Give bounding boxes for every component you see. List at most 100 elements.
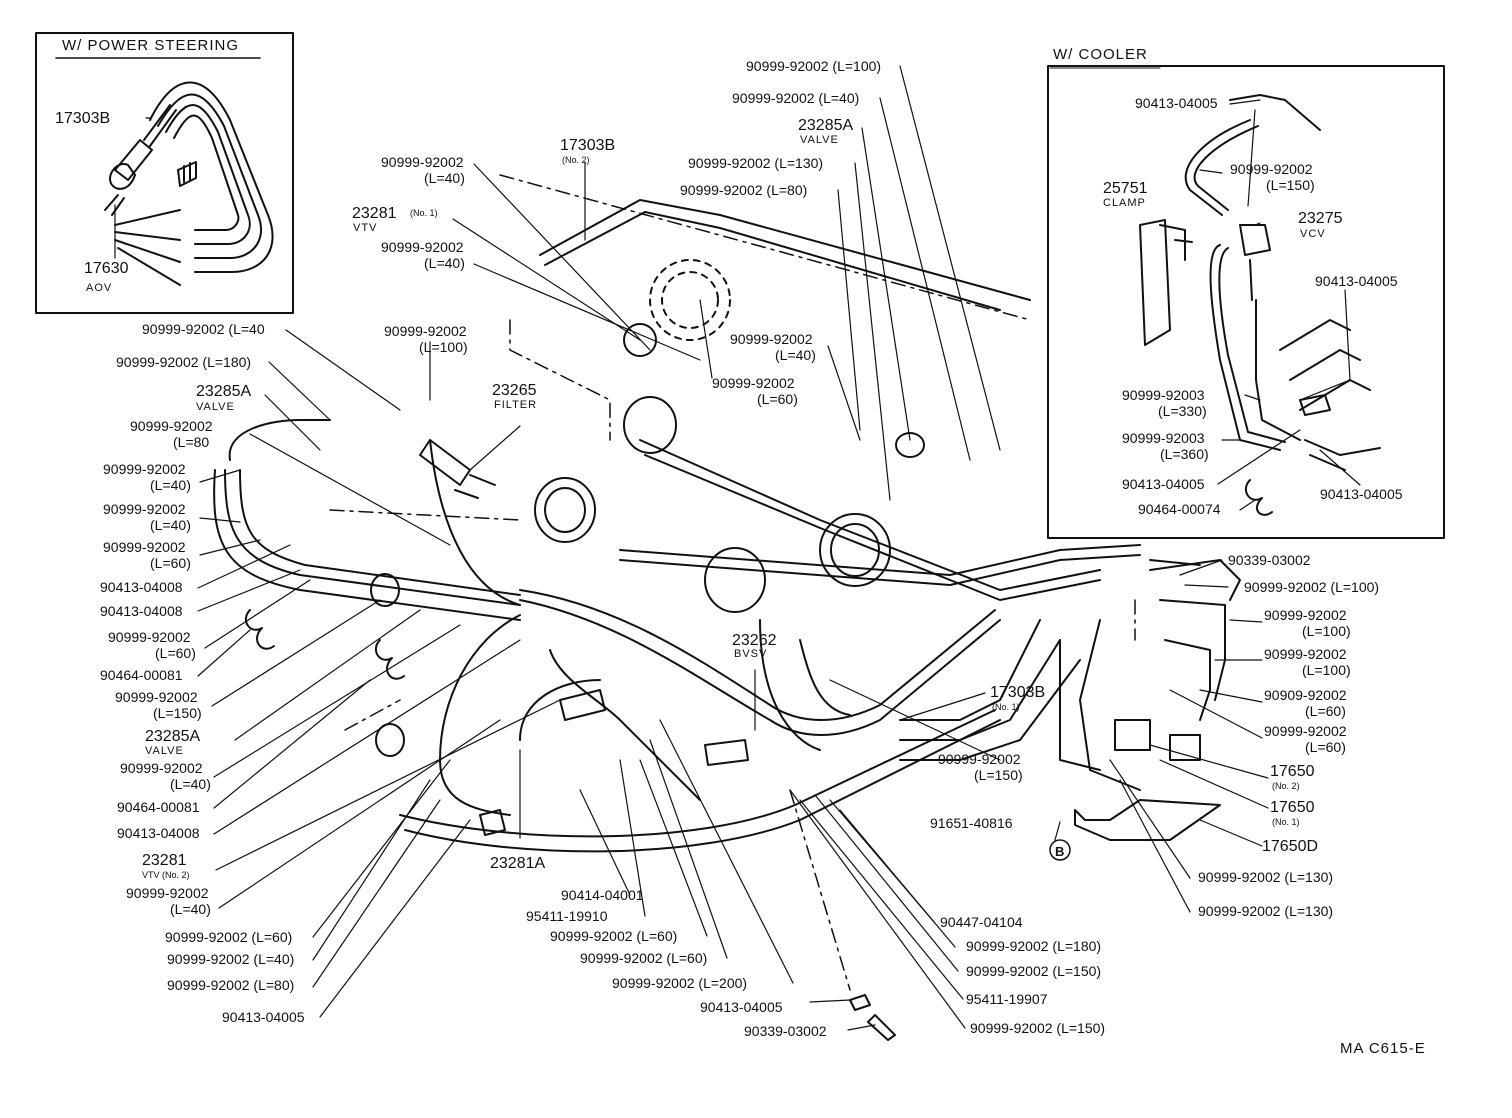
figure-code: MA C615-E bbox=[1340, 1040, 1426, 1057]
part-name: CLAMP bbox=[1103, 197, 1146, 209]
part-label: 90999-92002 (L=40 bbox=[142, 321, 265, 337]
part-label: (L=60) bbox=[155, 645, 196, 661]
part-label: 90999-92002 bbox=[126, 885, 209, 901]
part-label: 23281A bbox=[490, 855, 546, 872]
cooler-inset-frame bbox=[1047, 65, 1445, 539]
part-sub: (No. 1) bbox=[992, 702, 1020, 712]
part-label: 17630 bbox=[84, 260, 129, 277]
part-label: 95411-19910 bbox=[526, 908, 608, 924]
power-steering-inset-title: W/ POWER STEERING bbox=[62, 37, 240, 54]
part-label: 90999-92002 bbox=[103, 501, 186, 517]
part-label: 17650 bbox=[1270, 763, 1315, 780]
part-label: 90999-92002 (L=180) bbox=[966, 938, 1102, 954]
part-label: 17303B bbox=[560, 137, 616, 154]
part-label: 25751 bbox=[1103, 180, 1148, 197]
part-label: (L=40) bbox=[150, 477, 191, 493]
part-label: (L=60) bbox=[757, 391, 798, 407]
part-label: (L=150) bbox=[974, 767, 1023, 783]
part-sub: (No. 2) bbox=[1272, 781, 1300, 791]
part-label: 23285A bbox=[196, 383, 252, 400]
part-label: 90999-92002 bbox=[712, 375, 795, 391]
part-label: 90999-92002 bbox=[120, 760, 203, 776]
part-label: 90999-92002 (L=130) bbox=[1198, 903, 1334, 919]
part-label: (L=40) bbox=[424, 255, 465, 271]
part-label: 90464-00081 bbox=[100, 667, 183, 683]
ref-circle-b bbox=[1049, 839, 1071, 861]
part-label: (L=40) bbox=[170, 901, 211, 917]
part-label: 90413-04005 bbox=[1122, 476, 1205, 492]
part-label: 90413-04005 bbox=[222, 1009, 305, 1025]
part-label: 90999-92002 (L=130) bbox=[1198, 869, 1334, 885]
part-name: FILTER bbox=[494, 399, 538, 411]
part-sub: (No. 1) bbox=[1272, 817, 1300, 827]
part-label: 90447-04104 bbox=[940, 914, 1023, 930]
part-label: 90999-92002 (L=80) bbox=[167, 977, 295, 993]
part-label: 90413-04008 bbox=[100, 603, 183, 619]
part-label: 90413-04008 bbox=[100, 579, 183, 595]
part-label: 17303B bbox=[55, 110, 111, 127]
part-label: 23262 bbox=[732, 632, 777, 649]
part-label: 90999-92002 (L=40) bbox=[732, 90, 860, 106]
part-label: 90999-92002 (L=150) bbox=[966, 963, 1102, 979]
part-label: 90413-04005 bbox=[700, 999, 783, 1015]
part-label: 90999-92002 (L=150) bbox=[970, 1020, 1106, 1036]
part-label: 90464-00074 bbox=[1138, 501, 1221, 517]
part-label: 95411-19907 bbox=[966, 991, 1048, 1007]
part-label: (L=330) bbox=[1158, 403, 1207, 419]
part-label: 90999-92002 (L=60) bbox=[580, 950, 708, 966]
part-label: 90999-92002 (L=180) bbox=[116, 354, 252, 370]
part-label: 90999-92002 bbox=[103, 539, 186, 555]
part-label: 90999-92002 (L=100) bbox=[746, 58, 882, 74]
part-sub: (No. 1) bbox=[410, 208, 438, 218]
part-label: (L=100) bbox=[1302, 662, 1351, 678]
part-label: 90999-92002 bbox=[938, 751, 1021, 767]
leader-lines bbox=[114, 65, 1361, 1031]
part-sub: VTV (No. 2) bbox=[142, 870, 190, 880]
part-label: 90413-04005 bbox=[1315, 273, 1398, 289]
part-label: 90999-92002 bbox=[1264, 607, 1347, 623]
part-label: 90999-92002 bbox=[1264, 723, 1347, 739]
part-label: (L=60) bbox=[1305, 703, 1346, 719]
part-label: 17303B bbox=[990, 684, 1046, 701]
part-label: 17650 bbox=[1270, 799, 1315, 816]
components bbox=[244, 259, 1273, 1041]
part-sub: (No. 2) bbox=[562, 155, 590, 165]
part-label: 23285A bbox=[145, 728, 201, 745]
part-label: 23281 bbox=[352, 205, 397, 222]
ps-hose-loop bbox=[104, 81, 274, 286]
part-label: 90414-04001 bbox=[561, 887, 644, 903]
ref-mark-b: B bbox=[1055, 844, 1064, 859]
part-label: 23281 bbox=[142, 852, 187, 869]
part-label: 90339-03002 bbox=[1228, 552, 1311, 568]
part-label: (L=40) bbox=[150, 517, 191, 533]
part-label: 90999-92003 bbox=[1122, 430, 1205, 446]
part-label: 90999-92002 (L=100) bbox=[1244, 579, 1380, 595]
part-label: 90999-92002 bbox=[730, 331, 813, 347]
part-label: (L=100) bbox=[1302, 623, 1351, 639]
part-name: BVSV bbox=[734, 648, 768, 660]
part-label: (L=40) bbox=[424, 170, 465, 186]
part-label: 90413-04005 bbox=[1135, 95, 1218, 111]
part-name: VALVE bbox=[800, 134, 839, 146]
part-name: VALVE bbox=[145, 745, 184, 757]
part-label: (L=60) bbox=[150, 555, 191, 571]
part-label: 90339-03002 bbox=[744, 1023, 827, 1039]
part-label: (L=100) bbox=[419, 339, 468, 355]
part-label: 90464-00081 bbox=[117, 799, 200, 815]
part-label: 90999-92002 bbox=[115, 689, 198, 705]
part-label: 90999-92002 bbox=[1264, 646, 1347, 662]
part-label: (L=150) bbox=[1266, 177, 1315, 193]
part-label: (L=40) bbox=[775, 347, 816, 363]
part-label: 90999-92002 bbox=[384, 323, 467, 339]
part-label: (L=80 bbox=[173, 434, 210, 450]
part-label: 90999-92002 (L=80) bbox=[680, 182, 808, 198]
part-label: 90909-92002 bbox=[1264, 687, 1347, 703]
part-name: VTV bbox=[353, 222, 378, 234]
part-name: VCV bbox=[1300, 228, 1326, 240]
part-label: 90999-92002 (L=60) bbox=[550, 928, 678, 944]
part-label: 90413-04005 bbox=[1320, 486, 1403, 502]
part-label: 23275 bbox=[1298, 210, 1343, 227]
part-label: 90999-92002 bbox=[381, 154, 464, 170]
part-label: (L=150) bbox=[153, 705, 202, 721]
